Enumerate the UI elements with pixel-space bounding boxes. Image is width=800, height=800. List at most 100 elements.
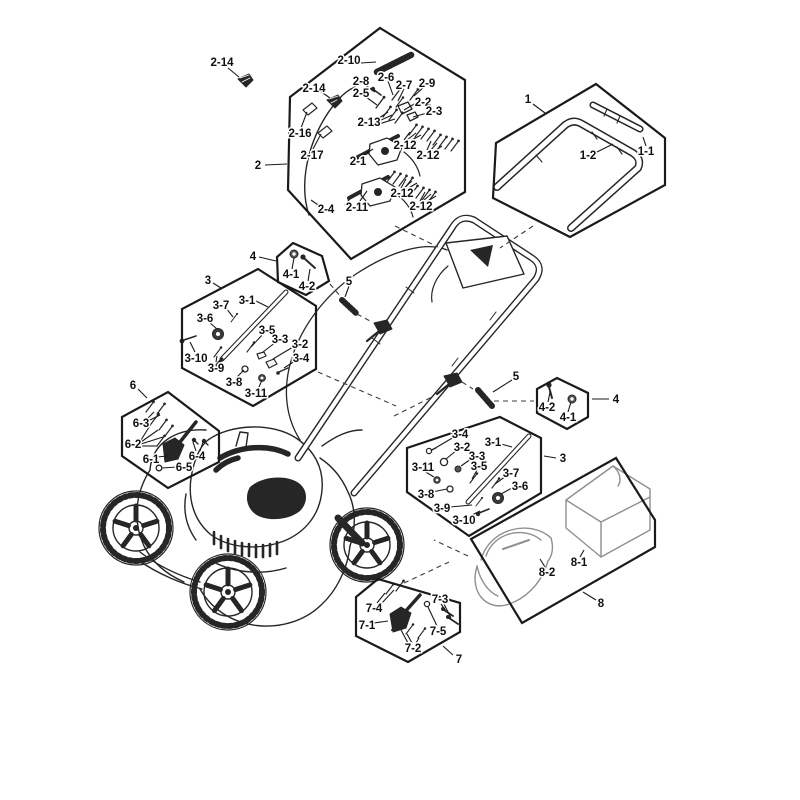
part-label-6-5: 6-5 <box>176 462 193 474</box>
part-label-7-5: 7-5 <box>430 626 447 638</box>
leader-line <box>440 603 447 612</box>
leader-line <box>422 193 432 202</box>
part-label-4-1: 4-1 <box>283 269 300 281</box>
mount-hardware-right <box>546 382 577 404</box>
part-label-2-17: 2-17 <box>300 150 323 162</box>
dashed-link <box>433 539 469 557</box>
leader-line <box>492 379 513 393</box>
part-label-4-2: 4-2 <box>299 281 316 293</box>
leader-line <box>215 355 218 363</box>
part-label-2-5: 2-5 <box>353 88 370 100</box>
leader-line <box>225 307 234 318</box>
part-label-2-14: 2-14 <box>210 57 234 69</box>
mower-handle <box>285 214 543 497</box>
leader-line <box>409 134 422 142</box>
leader-line <box>236 369 245 378</box>
part-label-7-2: 7-2 <box>405 643 422 655</box>
part-label-2-10: 2-10 <box>337 55 360 67</box>
leader-line <box>359 190 368 202</box>
part-label-3-10: 3-10 <box>184 353 207 365</box>
leader-line <box>140 423 152 441</box>
leader-line <box>140 429 159 443</box>
leader-lines <box>137 61 647 656</box>
dashed-link <box>403 561 450 584</box>
leader-line <box>596 143 614 153</box>
part-label-7-3: 7-3 <box>432 594 449 606</box>
height-adjust-parts-left <box>179 289 289 382</box>
part-label-3-11: 3-11 <box>245 388 268 400</box>
callout-box-7 <box>354 577 462 664</box>
part-label-7: 7 <box>456 654 462 666</box>
leader-line <box>189 341 196 353</box>
callout-box-8 <box>469 456 657 625</box>
part-label-8-1: 8-1 <box>571 557 588 569</box>
leader-line <box>373 620 389 624</box>
leader-line <box>579 549 585 558</box>
leader-line <box>403 102 417 111</box>
part-label-3-1: 3-1 <box>239 295 256 307</box>
callout-box-3R <box>405 415 543 538</box>
rear-left-wheel <box>98 490 174 566</box>
part-label-3-9: 3-9 <box>434 503 451 515</box>
leader-line <box>161 466 178 469</box>
leader-line <box>406 633 413 644</box>
leader-line <box>380 589 395 605</box>
part-label-2-7: 2-7 <box>396 80 413 92</box>
leader-line <box>500 487 513 495</box>
leader-line <box>443 603 452 619</box>
part-label-2: 2 <box>255 160 261 172</box>
handle-control-parts <box>237 51 461 218</box>
part-label-3-8: 3-8 <box>418 489 435 501</box>
part-label-3-2: 3-2 <box>454 442 471 454</box>
height-adjust-parts-right <box>425 433 532 517</box>
part-label-1-2: 1-2 <box>580 150 597 162</box>
leader-line <box>156 455 169 458</box>
leader-line <box>449 504 473 508</box>
part-label-3-7: 3-7 <box>503 468 520 480</box>
part-label-3-6: 3-6 <box>512 481 529 493</box>
leader-line <box>344 285 350 298</box>
dashed-links <box>317 225 534 584</box>
part-label-2-3: 2-3 <box>426 106 443 118</box>
part-label-2-12: 2-12 <box>416 150 439 162</box>
motor-housing <box>189 426 323 559</box>
leader-line <box>532 103 546 114</box>
leader-line <box>208 321 218 330</box>
leader-line <box>378 114 393 122</box>
leader-line <box>140 436 164 445</box>
leader-line <box>426 140 432 151</box>
leader-line <box>258 379 263 388</box>
part-label-3-4: 3-4 <box>293 353 310 365</box>
leader-line <box>469 510 481 517</box>
part-label-6-2: 6-2 <box>125 439 142 451</box>
dashed-link <box>393 396 433 417</box>
part-label-7-1: 7-1 <box>359 620 376 632</box>
leader-line <box>212 282 222 289</box>
part-label-3-1: 3-1 <box>485 437 502 449</box>
handlebar-illustration <box>493 101 644 232</box>
part-label-3-3: 3-3 <box>272 334 289 346</box>
spring-part-left <box>339 297 359 316</box>
dashed-link <box>499 225 534 249</box>
leader-line <box>412 112 428 118</box>
dashed-link <box>394 225 439 248</box>
callout-box-3L <box>180 267 318 408</box>
leader-line <box>432 145 443 153</box>
leader-line <box>403 180 413 189</box>
part-label-3-5: 3-5 <box>259 325 276 337</box>
leader-line <box>378 111 389 119</box>
part-label-3-11: 3-11 <box>412 462 435 474</box>
part-label-2-4: 2-4 <box>318 204 335 216</box>
leader-line <box>543 455 557 459</box>
dashed-link <box>317 371 397 407</box>
leader-line <box>300 111 308 129</box>
part-label-3-6: 3-6 <box>197 313 214 325</box>
part-label-3-8: 3-8 <box>226 377 243 389</box>
leader-line <box>419 191 426 202</box>
part-label-6-4: 6-4 <box>189 451 206 463</box>
control-cable <box>285 246 448 441</box>
part-label-4: 4 <box>250 251 257 263</box>
handle-cam-lever <box>435 372 463 396</box>
dashed-link <box>461 381 474 390</box>
